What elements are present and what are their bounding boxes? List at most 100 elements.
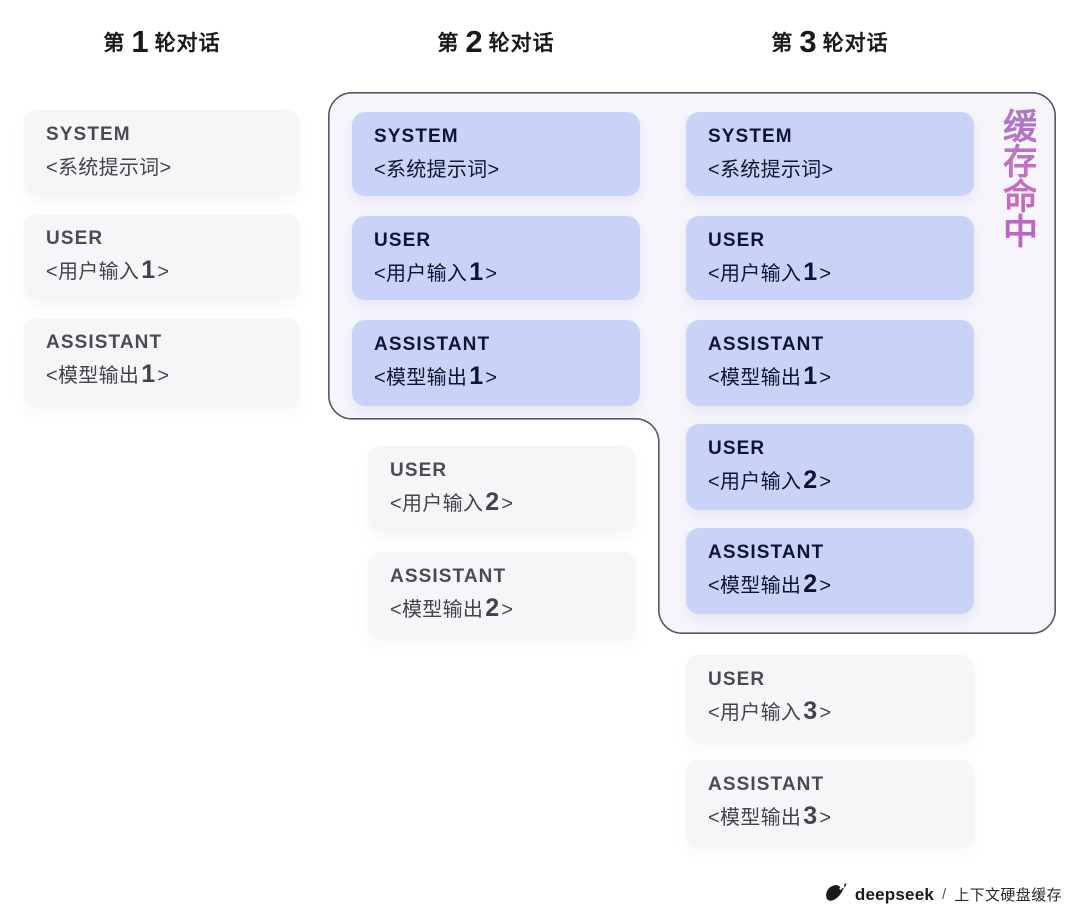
message-content-text: <用户输入 — [390, 492, 484, 515]
message-role: USER — [708, 669, 766, 690]
brand-name: deepseek — [854, 884, 935, 904]
message-content-number: 1 — [141, 255, 156, 284]
message-content-number — [499, 154, 503, 182]
message-role: ASSISTANT — [708, 542, 825, 563]
message-content-number: 2 — [803, 569, 818, 598]
message-card-assistant[interactable]: ASSISTANT <模型输出1> — [24, 318, 300, 408]
column-header-prefix: 第 — [771, 32, 794, 55]
message-content-tail: > — [819, 262, 832, 285]
message-card-system[interactable]: SYSTEM <系统提示词> — [352, 112, 640, 196]
column-header-suffix: 轮对话 — [154, 32, 221, 55]
message-content: <模型输出2> — [390, 593, 636, 623]
column-header-turn-2: 第 2 轮对话 — [352, 24, 640, 64]
column-header-number: 1 — [131, 24, 149, 59]
message-content: <模型输出2> — [708, 569, 974, 599]
message-content-number: 2 — [803, 465, 818, 494]
message-content-number: 3 — [803, 801, 818, 830]
column-header-turn-1: 第 1 轮对话 — [24, 24, 300, 64]
message-card-assistant[interactable]: ASSISTANT <模型输出2> — [368, 552, 636, 640]
message-role: ASSISTANT — [390, 566, 507, 587]
message-content-tail: > — [501, 598, 514, 621]
message-content-tail: > — [157, 364, 170, 387]
message-card-user[interactable]: USER <用户输入3> — [686, 655, 974, 743]
message-content: <用户输入1> — [374, 257, 640, 287]
message-content-tail: > — [819, 806, 832, 829]
message-content: <模型输出1> — [374, 361, 640, 391]
message-role: ASSISTANT — [374, 334, 491, 355]
message-content-text: <用户输入 — [374, 262, 468, 285]
message-card-system[interactable]: SYSTEM <系统提示词> — [686, 112, 974, 196]
message-role: USER — [374, 230, 432, 251]
message-content-text: <模型输出 — [708, 806, 802, 829]
message-role: SYSTEM — [46, 124, 131, 145]
message-content: <系统提示词> — [374, 153, 640, 183]
message-content: <模型输出1> — [46, 359, 300, 389]
message-content: <用户输入3> — [708, 696, 974, 726]
message-role: ASSISTANT — [46, 332, 163, 353]
message-card-assistant[interactable]: ASSISTANT <模型输出1> — [352, 320, 640, 406]
cache-hit-label: 缓存命中 — [988, 108, 1037, 248]
message-role: USER — [46, 228, 104, 249]
column-header-number: 3 — [799, 24, 817, 59]
message-content-number: 1 — [803, 361, 818, 390]
column-header-prefix: 第 — [437, 32, 460, 55]
message-content-tail: > — [485, 262, 498, 285]
message-role: SYSTEM — [708, 126, 793, 147]
message-content-text: <用户输入 — [708, 262, 802, 285]
message-content: <模型输出1> — [708, 361, 974, 391]
message-content-number: 1 — [141, 359, 156, 388]
message-card-system[interactable]: SYSTEM <系统提示词> — [24, 110, 300, 196]
message-card-assistant[interactable]: ASSISTANT <模型输出3> — [686, 760, 974, 848]
column-header-number: 2 — [465, 24, 483, 59]
message-content-number: 2 — [485, 487, 500, 516]
message-content-text: <系统提示词> — [46, 156, 172, 179]
message-card-user[interactable]: USER <用户输入1> — [24, 214, 300, 300]
message-content-text: <模型输出 — [46, 364, 140, 387]
message-content: <用户输入1> — [46, 255, 300, 285]
message-content-text: <系统提示词> — [708, 158, 834, 181]
message-content-tail: > — [819, 366, 832, 389]
message-content-number: 3 — [803, 696, 818, 725]
message-card-user[interactable]: USER <用户输入2> — [368, 446, 636, 532]
column-header-turn-3: 第 3 轮对话 — [686, 24, 974, 64]
message-content-text: <用户输入 — [46, 260, 140, 283]
message-content-text: <用户输入 — [708, 470, 802, 493]
column-header-suffix: 轮对话 — [822, 32, 889, 55]
message-role: ASSISTANT — [708, 774, 825, 795]
message-card-assistant[interactable]: ASSISTANT <模型输出2> — [686, 528, 974, 614]
message-content: <系统提示词> — [708, 153, 974, 183]
message-content-tail: > — [501, 492, 514, 515]
message-card-assistant[interactable]: ASSISTANT <模型输出1> — [686, 320, 974, 406]
message-card-user[interactable]: USER <用户输入1> — [686, 216, 974, 300]
message-role: ASSISTANT — [708, 334, 825, 355]
message-content-tail: > — [157, 260, 170, 283]
whale-icon — [826, 883, 848, 906]
message-content-tail: > — [819, 701, 832, 724]
message-role: USER — [708, 230, 766, 251]
message-card-user[interactable]: USER <用户输入1> — [352, 216, 640, 300]
column-header-prefix: 第 — [103, 32, 126, 55]
brand-separator: / — [942, 886, 947, 903]
message-content: <用户输入2> — [708, 465, 974, 495]
message-content-number: 2 — [485, 593, 500, 622]
message-content: <模型输出3> — [708, 801, 974, 831]
message-content: <系统提示词> — [46, 151, 300, 181]
message-content-text: <系统提示词> — [374, 158, 500, 181]
message-content-tail: > — [819, 574, 832, 597]
message-content-tail: > — [485, 366, 498, 389]
message-role: USER — [390, 460, 448, 481]
message-content-text: <模型输出 — [390, 598, 484, 621]
message-content-text: <模型输出 — [374, 366, 468, 389]
message-role: USER — [708, 438, 766, 459]
message-role: SYSTEM — [374, 126, 459, 147]
message-content-text: <模型输出 — [708, 366, 802, 389]
message-content-number: 1 — [469, 257, 484, 286]
message-content-number: 1 — [469, 361, 484, 390]
message-content-number — [171, 152, 175, 180]
message-content: <用户输入1> — [708, 257, 974, 287]
column-header-suffix: 轮对话 — [488, 32, 555, 55]
message-content: <用户输入2> — [390, 487, 636, 517]
message-card-user[interactable]: USER <用户输入2> — [686, 424, 974, 510]
footer-watermark: deepseek / 上下文硬盘缓存 — [826, 883, 1062, 906]
brand-caption: 上下文硬盘缓存 — [954, 887, 1062, 904]
